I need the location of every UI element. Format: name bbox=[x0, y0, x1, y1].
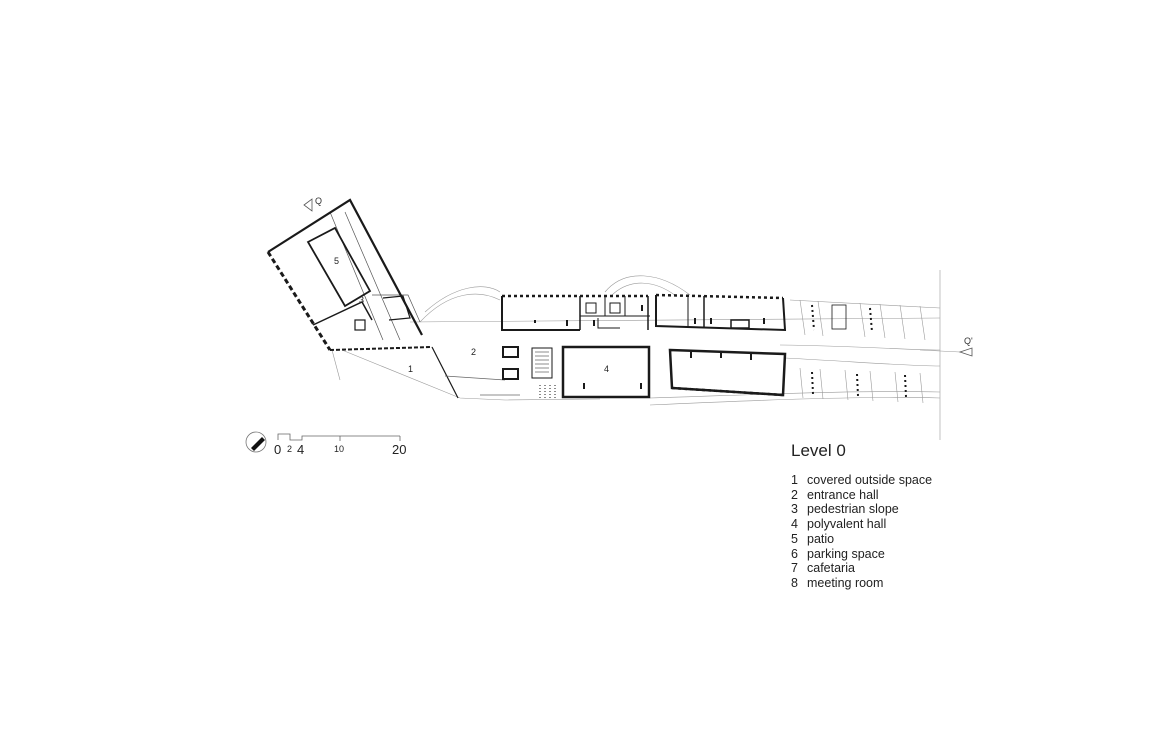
east-lower-block bbox=[668, 348, 787, 397]
scale-bar bbox=[277, 433, 401, 441]
list-item: 1 covered outside space bbox=[791, 473, 932, 488]
item-label: polyvalent hall bbox=[807, 517, 887, 532]
list-item: 5 patio bbox=[791, 532, 932, 547]
section-marker-right bbox=[958, 347, 973, 357]
item-number: 6 bbox=[791, 546, 798, 561]
item-number: 3 bbox=[791, 502, 798, 517]
column-marks bbox=[534, 305, 765, 389]
room-number-5: 5 bbox=[334, 256, 339, 266]
parking-stair bbox=[831, 304, 847, 330]
legend: Level 0 1 covered outside space 2 entrance… bbox=[791, 441, 932, 591]
east-upper-block bbox=[655, 293, 787, 332]
entrance-hall bbox=[431, 346, 520, 399]
scale-label-0: 0 bbox=[274, 442, 281, 457]
polyvalent-hall bbox=[561, 345, 651, 399]
list-item: 2 entrance hall bbox=[791, 488, 932, 503]
section-label-right: Q' bbox=[964, 336, 973, 346]
room-number-4: 4 bbox=[604, 364, 609, 374]
list-item: 8 meeting room bbox=[791, 576, 932, 591]
item-number: 8 bbox=[791, 575, 798, 590]
scale-label-20: 20 bbox=[392, 442, 406, 457]
item-label: entrance hall bbox=[807, 487, 879, 502]
item-label: patio bbox=[807, 531, 835, 546]
level-title: Level 0 bbox=[791, 441, 846, 460]
section-marker-top bbox=[303, 198, 313, 212]
central-block bbox=[501, 294, 650, 379]
room-number-2: 2 bbox=[471, 347, 476, 357]
list-item: 3 pedestrian slope bbox=[791, 502, 932, 517]
angled-wing bbox=[266, 198, 433, 351]
pedestrian-slope bbox=[329, 211, 421, 341]
item-label: cafetaria bbox=[807, 561, 855, 576]
item-label: parking space bbox=[807, 546, 885, 561]
scale-label-2: 2 bbox=[287, 444, 292, 454]
item-label: covered outside space bbox=[807, 473, 933, 487]
item-number: 1 bbox=[791, 473, 798, 487]
terrain-lines bbox=[331, 270, 961, 440]
scale-label-10: 10 bbox=[334, 444, 344, 454]
item-number: 2 bbox=[791, 487, 798, 502]
north-arrow-icon bbox=[245, 431, 267, 453]
parking-stalls bbox=[799, 299, 926, 404]
list-item: 6 parking space bbox=[791, 547, 932, 562]
item-label: meeting room bbox=[807, 575, 884, 590]
item-number: 7 bbox=[791, 561, 798, 576]
hall-steps bbox=[539, 385, 556, 400]
room-number-3: 3 bbox=[359, 295, 364, 305]
section-label-top: Q bbox=[315, 196, 322, 206]
item-number: 4 bbox=[791, 517, 798, 532]
list-item: 7 cafetaria bbox=[791, 561, 932, 576]
item-label: pedestrian slope bbox=[807, 502, 899, 517]
list-item: 4 polyvalent hall bbox=[791, 517, 932, 532]
item-number: 5 bbox=[791, 531, 798, 546]
scale-label-4: 4 bbox=[297, 442, 304, 457]
parking-columns bbox=[811, 304, 907, 398]
room-number-1: 1 bbox=[408, 364, 413, 374]
